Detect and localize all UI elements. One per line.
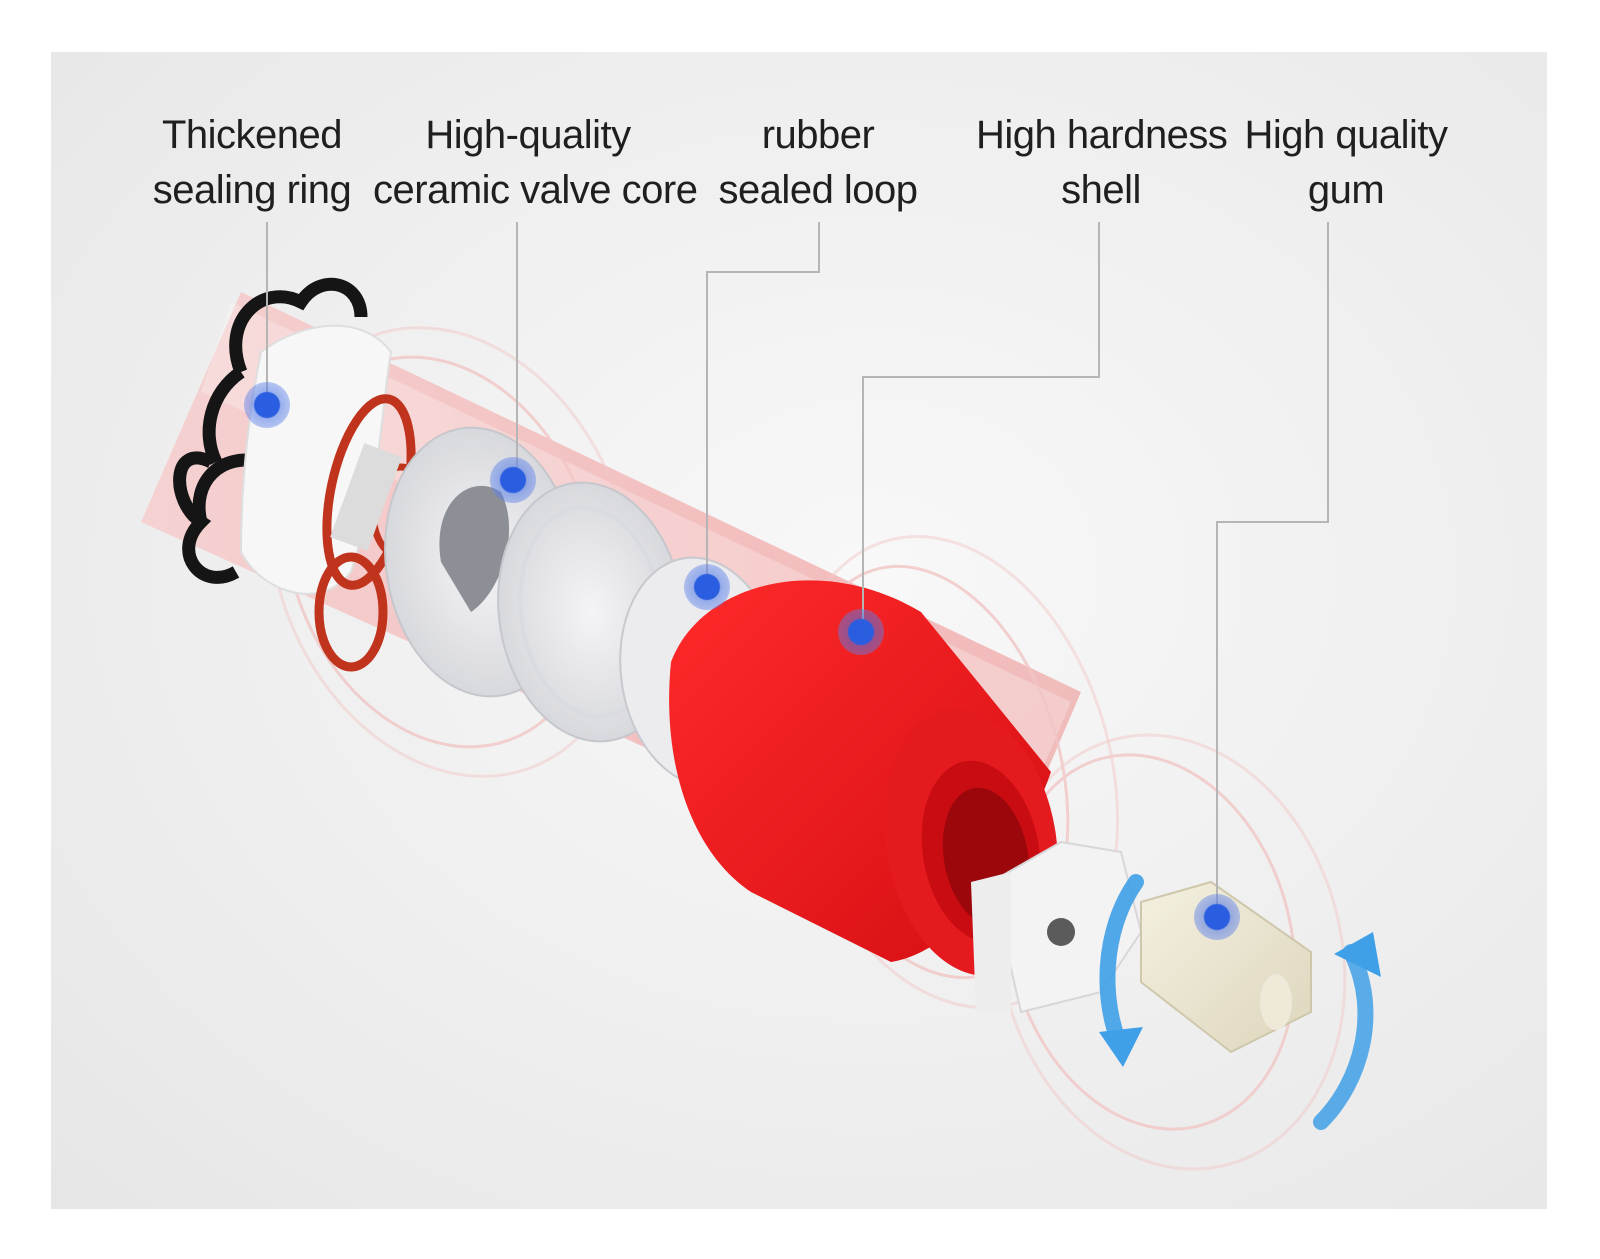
marker-high-quality-gum: [1194, 894, 1240, 940]
red-shell: [669, 580, 1058, 976]
marker-high-hardness-shell: [838, 609, 884, 655]
rotation-arrows: [1099, 874, 1374, 1130]
callout-ceramic-valve-core: High-quality ceramic valve core: [373, 108, 698, 218]
cream-stem: [1140, 880, 1312, 1054]
callout-rubber-sealed-loop: rubber sealed loop: [713, 108, 923, 218]
marker-ceramic-valve-core: [490, 457, 536, 503]
callout-line-1: rubber: [761, 113, 875, 157]
callout-line-2: gum: [1307, 168, 1385, 212]
callout-thickened-sealing-ring: Thickened sealing ring: [147, 108, 357, 218]
marker-rubber-sealed-loop: [684, 564, 730, 610]
callout-line-2: sealed loop: [718, 168, 918, 212]
callout-high-hardness-shell: High hardness shell: [976, 108, 1228, 218]
callout-line-1: Thickened: [161, 113, 343, 157]
callout-high-quality-gum: High quality gum: [1241, 108, 1451, 218]
diagram-canvas: Thickened sealing ring High-quality cera…: [51, 52, 1547, 1209]
callout-line-2: ceramic valve core: [373, 168, 698, 212]
callout-line-2: sealing ring: [152, 168, 352, 212]
callout-line-1: High hardness: [976, 113, 1228, 157]
valve-cartridge-illustration: [141, 222, 1381, 1171]
callout-line-1: High quality: [1244, 113, 1448, 157]
callout-line-2: shell: [1061, 168, 1141, 212]
marker-sealing-ring: [244, 382, 290, 428]
rotation-arrowheads: [1099, 932, 1381, 1067]
leader-lines: [266, 222, 1329, 917]
callout-line-1: High-quality: [425, 113, 631, 157]
